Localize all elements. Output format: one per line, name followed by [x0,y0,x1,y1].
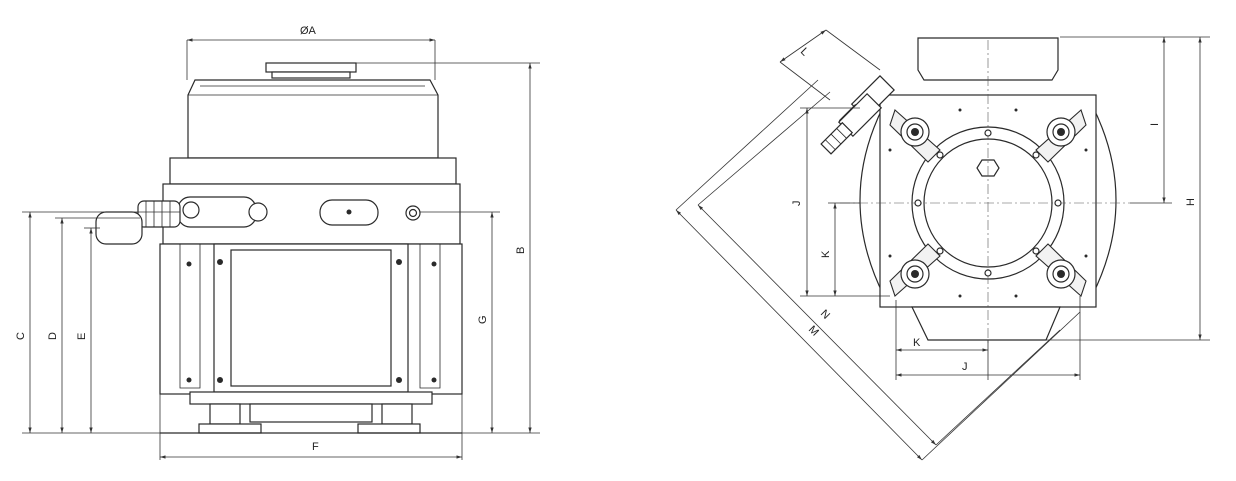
dim-label-g: G [477,315,489,324]
dim-label-f: F [312,441,319,453]
dim-label-a: ØA [300,25,317,37]
foot-left [198,423,262,434]
clamp-bottom-right [1035,243,1087,297]
upper-housing [187,79,439,159]
dim-label-m: M [806,324,821,339]
bottom-tab [911,306,1061,341]
base-plate [189,391,433,405]
foot-right [357,423,421,434]
dim-label-i: I [1149,123,1161,126]
dim-label-j-vertical: J [791,201,803,207]
dim-label-b: B [515,247,527,254]
top-view [820,37,1130,345]
clamp-top-right [1035,109,1087,163]
dim-label-j-horizontal: J [962,361,968,373]
dim-label-l: L [798,46,811,59]
dim-label-k-horizontal: K [913,337,921,349]
top-view-dimensions [675,29,1210,461]
side-view-dimensions [22,38,540,460]
top-cap [265,62,357,73]
hose-end [95,211,143,245]
flange [169,157,457,185]
dim-label-d: D [47,332,59,340]
fitting-lower [820,92,883,155]
dim-label-c: C [15,332,27,340]
dim-label-e: E [76,333,88,340]
side-view [95,62,463,434]
dim-label-n: N [818,308,832,322]
dim-label-k-vertical: K [820,250,832,258]
inner-window [230,249,392,387]
dim-label-h: H [1185,198,1197,206]
clamp-top-left [889,109,941,163]
hose-connector [137,200,181,228]
